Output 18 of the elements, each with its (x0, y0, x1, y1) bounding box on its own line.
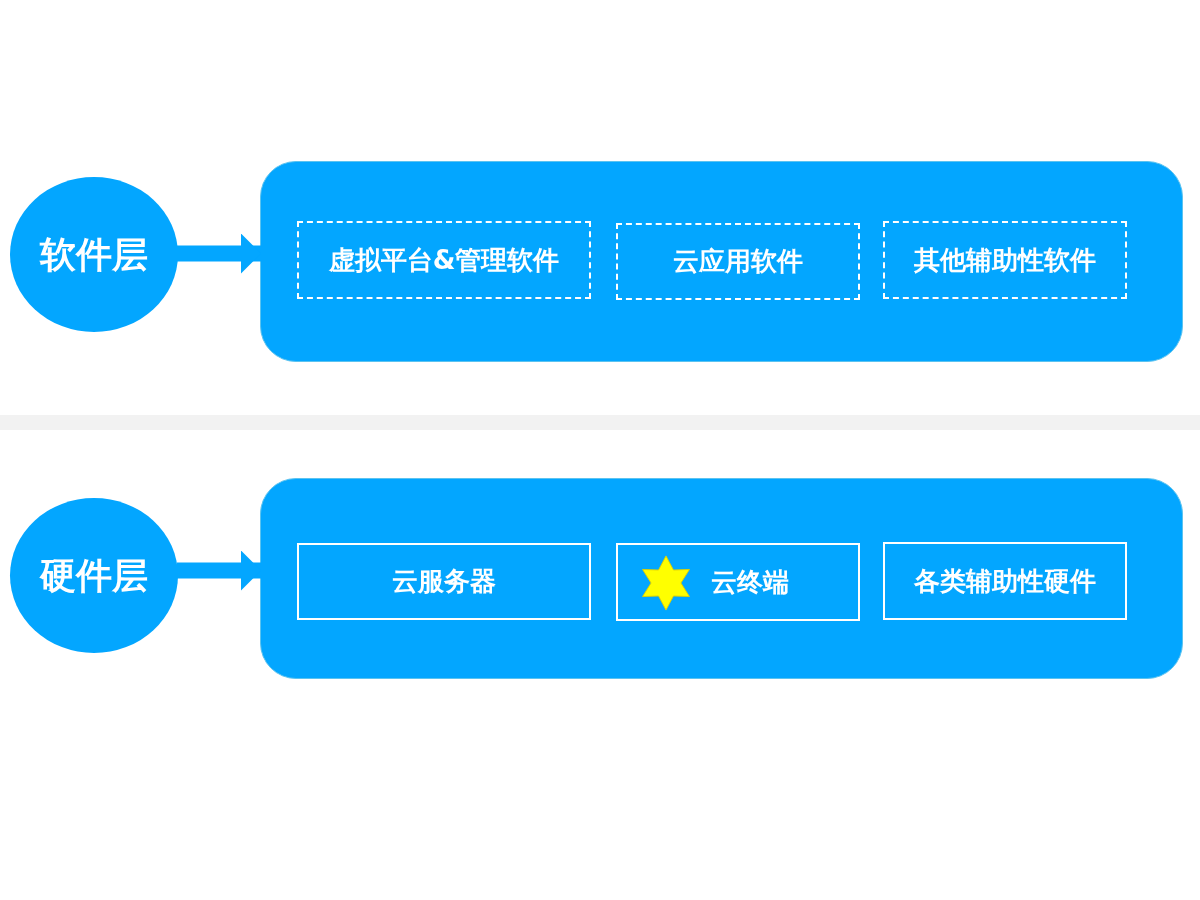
layer-panel (260, 161, 1183, 362)
component-label: 其他辅助性软件 (914, 243, 1096, 277)
component-box (297, 221, 591, 299)
component-label: 云服务器 (392, 565, 496, 598)
arrow (177, 550, 261, 591)
component-box (883, 542, 1127, 620)
component-box (883, 221, 1127, 299)
layer-panel (260, 478, 1183, 679)
component-box (616, 543, 860, 621)
arrow (177, 233, 261, 274)
component-label: 云终端 (711, 565, 789, 599)
layer-label: 硬件层 (40, 553, 148, 598)
component-label: 各类辅助性硬件 (914, 564, 1096, 598)
component-label: 云应用软件 (673, 245, 803, 278)
layer-label: 软件层 (40, 232, 148, 277)
component-label: 虚拟平台&管理软件 (328, 243, 560, 277)
component-box (616, 223, 860, 300)
component-box (297, 543, 591, 620)
